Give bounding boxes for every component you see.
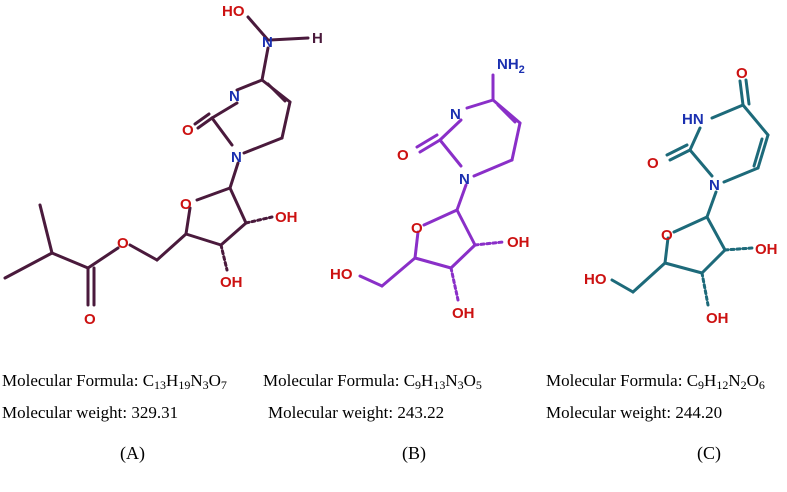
oh-5-label: HO xyxy=(584,271,607,288)
n-label: N xyxy=(262,34,273,51)
structure-a-bonds xyxy=(3,15,310,307)
weight-a: Molecular weight: 329.31 xyxy=(2,403,179,422)
structure-c-atom-labels: O HN O N O OH OH HO xyxy=(584,65,778,327)
caption-a: (A) xyxy=(120,443,145,463)
oh-2-label: OH xyxy=(275,209,298,226)
sugar-o-label: O xyxy=(661,227,673,244)
structure-a: HO N H N O N O OH OH O O xyxy=(3,3,323,328)
oh-2-label: OH xyxy=(507,234,530,251)
c2-oxygen-label: O xyxy=(647,155,659,172)
formula-c: Molecular Formula: C9H12N2O6 xyxy=(546,372,765,391)
oh-3-label: OH xyxy=(706,310,729,327)
weight-b: Molecular weight: 243.22 xyxy=(268,403,445,422)
ring-n1-label: N xyxy=(709,177,720,194)
carbonyl-o-label: O xyxy=(84,311,96,328)
ring-n3-label: N xyxy=(229,88,240,105)
structure-a-atom-labels: HO N H N O N O OH OH O O xyxy=(84,3,323,328)
h-label: H xyxy=(312,30,323,47)
c2-oxygen-label: O xyxy=(182,122,194,139)
structure-c: O HN O N O OH OH HO xyxy=(584,65,778,327)
ring-nh-label: HN xyxy=(682,111,704,128)
formula-a-value: C13H19N3O7 xyxy=(142,371,227,392)
caption-c: (C) xyxy=(697,443,721,463)
c4-oxygen-label: O xyxy=(736,65,748,82)
ring-n3-label: N xyxy=(450,106,461,123)
ring-n1-label: N xyxy=(459,171,470,188)
formula-a: Molecular Formula: C13H19N3O7 xyxy=(2,372,227,391)
formula-b: Molecular Formula: C9H13N3O5 xyxy=(263,372,482,391)
sugar-o-label: O xyxy=(411,220,423,237)
structure-b: NH2 N O N O OH OH HO xyxy=(330,56,530,322)
hydroxy-o-label: HO xyxy=(222,3,245,20)
formula-a-prefix: Molecular Formula: xyxy=(2,371,143,390)
oh-3-label: OH xyxy=(452,305,475,322)
ring-n1-label: N xyxy=(231,149,242,166)
caption-b: (B) xyxy=(402,443,426,463)
structure-b-atom-labels: NH2 N O N O OH OH HO xyxy=(330,56,530,322)
structure-b-bonds xyxy=(358,73,522,302)
nh2-label: NH2 xyxy=(497,56,525,76)
c2-oxygen-label: O xyxy=(397,147,409,164)
formula-c-value: C9H12N2O6 xyxy=(686,371,765,392)
oh-5-label: HO xyxy=(330,266,353,283)
formula-b-value: C9H13N3O5 xyxy=(403,371,482,392)
oh-2-label: OH xyxy=(755,241,778,258)
formula-b-prefix: Molecular Formula: xyxy=(263,371,404,390)
sugar-o-label: O xyxy=(180,196,192,213)
oh-3-label: OH xyxy=(220,274,243,291)
formula-c-prefix: Molecular Formula: xyxy=(546,371,687,390)
structure-c-bonds xyxy=(610,78,770,307)
weight-c: Molecular weight: 244.20 xyxy=(546,403,723,422)
ester-o-label: O xyxy=(117,235,129,252)
